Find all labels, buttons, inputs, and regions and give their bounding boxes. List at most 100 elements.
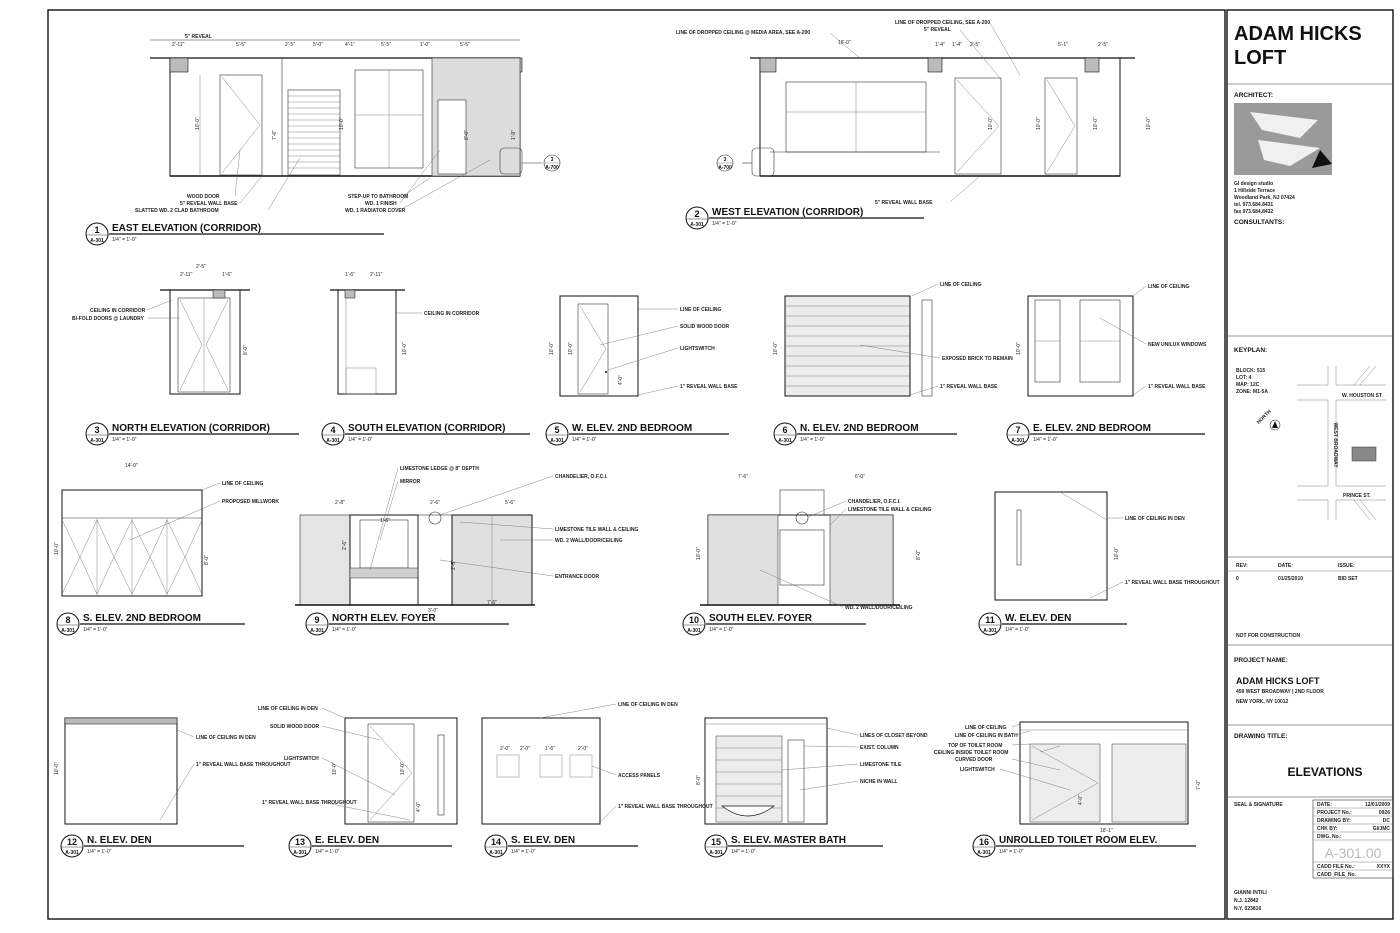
info-checked-by-value: GI/JMC: [1373, 826, 1391, 832]
view-scale: 1/4" = 1'-0": [999, 849, 1024, 855]
view-bubble: [85, 222, 109, 246]
dimension: 10'-0": [1146, 117, 1152, 130]
view-title-text: EAST ELEVATION (CORRIDOR): [112, 223, 261, 234]
view-title-text: NORTH ELEVATION (CORRIDOR): [112, 423, 270, 434]
view-scale: 1/4" = 1'-0": [332, 627, 357, 633]
sheet-number: A-301.00: [1325, 845, 1382, 861]
dimension: 1'-6": [222, 272, 232, 278]
keyplan-zone: ZONE: M1-5A: [1236, 389, 1268, 395]
elevation-8: [61, 489, 203, 597]
cadd-file-name: CADD_FILE_No.: [1317, 872, 1357, 878]
note: CEILING IN CORRIDOR: [424, 311, 480, 317]
architect-logo: [1234, 103, 1332, 175]
dimension: 2'-0": [500, 746, 510, 752]
elevation-4: [330, 289, 405, 395]
architect-label: ARCHITECT:: [1234, 92, 1273, 99]
note: ENTRANCE DOOR: [555, 574, 600, 580]
elevation-3: [160, 289, 250, 395]
rev-issue: BID SET: [1338, 576, 1358, 582]
view-sheet-ref: A-301: [65, 850, 79, 856]
dimension: 10'-0": [400, 762, 406, 775]
view-sheet-ref: A-301: [326, 438, 340, 444]
view-bubble: [545, 422, 569, 446]
dimension: 10'-0": [54, 762, 60, 775]
note: CURVED DOOR: [955, 757, 993, 763]
view-title-text: SOUTH ELEVATION (CORRIDOR): [348, 423, 505, 434]
dimension: 2'-0": [520, 746, 530, 752]
view-sheet-ref: A-301: [489, 850, 503, 856]
note: WD. 2 WALL/DOOR/CEILING: [845, 605, 913, 611]
elevation-1: [150, 39, 523, 177]
view-title-text: W. ELEV. DEN: [1005, 613, 1071, 624]
rev-header: REV:: [1236, 563, 1248, 569]
consultants-label: CONSULTANTS:: [1234, 219, 1284, 226]
view-title-text: S. ELEV. 2ND BEDROOM: [83, 613, 201, 624]
view-number: 12: [67, 837, 77, 847]
callout-sheet: A-700: [718, 165, 732, 171]
view-bubble: [685, 206, 709, 230]
dimension: 2'-5": [1098, 42, 1108, 48]
dimension: 6'-0": [855, 474, 865, 480]
elevation-2: [750, 57, 1135, 177]
note: SOLID WOOD DOOR: [270, 724, 320, 730]
dimension: 1'-6": [545, 746, 555, 752]
view-scale: 1/4" = 1'-0": [572, 437, 597, 443]
elevation-6: [784, 295, 933, 397]
view-bubble: [56, 612, 80, 636]
dimension: 10'-0": [332, 762, 338, 775]
keyplan-map: MAP: 12C: [1236, 382, 1260, 388]
dimension: 4'-0": [416, 802, 422, 812]
firm-name: GI design studio: [1234, 181, 1273, 187]
dimension: 1'-4": [935, 42, 945, 48]
note: 5" REVEAL WALL BASE: [180, 201, 238, 207]
dimension: 7'-6": [487, 600, 497, 606]
street-prince: PRINCE ST.: [1343, 493, 1371, 499]
view-bubble: [288, 834, 312, 858]
section-callout: 3 A-700: [716, 154, 752, 172]
dimension: 2'-11": [172, 42, 185, 48]
keyplan-block: BLOCK: 515: [1236, 368, 1265, 374]
view-scale: 1/4" = 1'-0": [87, 849, 112, 855]
view-number: 15: [711, 837, 721, 847]
dimension: 1'-9": [511, 130, 517, 140]
view-sheet-ref: A-301: [90, 238, 104, 244]
note: SLATTED WD. 2 CLAD BATHROOM: [135, 208, 219, 214]
view-number: 13: [295, 837, 305, 847]
project-name: ADAM HICKS LOFT: [1236, 676, 1320, 686]
view-scale: 1/4" = 1'-0": [112, 237, 137, 243]
view-title-text: N. ELEV. 2ND BEDROOM: [800, 423, 919, 434]
firm-phone: tel. 973.684.8431: [1234, 202, 1273, 208]
note: LIMESTONE TILE WALL & CEILING: [848, 507, 932, 513]
view-sheet-ref: A-301: [690, 222, 704, 228]
rev-date: 01/25/2010: [1278, 576, 1303, 582]
dimension: 7'-6": [272, 130, 278, 140]
dimension: 10'-0": [549, 342, 555, 355]
view-title-text: UNROLLED TOILET ROOM ELEV.: [999, 835, 1158, 846]
keyplan-label: KEYPLAN:: [1234, 347, 1267, 354]
view-sheet-ref: A-301: [90, 438, 104, 444]
dimension: 2'-0": [578, 746, 588, 752]
view-sheet-ref: A-301: [61, 628, 75, 634]
view-title-text: E. ELEV. DEN: [315, 835, 379, 846]
firm-fax: fax 973.684.8432: [1234, 209, 1273, 215]
dimension: 4'-0": [1078, 795, 1084, 805]
view-number: 11: [985, 615, 995, 625]
view-bubble: [60, 834, 84, 858]
section-callout: 3 A-700: [522, 154, 561, 172]
note: WD. 1 RADIATOR COVER: [345, 208, 406, 214]
view-number: 6: [782, 425, 787, 435]
view-scale: 1/4" = 1'-0": [511, 849, 536, 855]
dimension: 18'-1": [1100, 828, 1113, 834]
dimension: 3'-0": [428, 608, 438, 614]
dimension: 10'-0": [696, 547, 702, 560]
note: BI-FOLD DOORS @ LAUNDRY: [72, 316, 145, 322]
